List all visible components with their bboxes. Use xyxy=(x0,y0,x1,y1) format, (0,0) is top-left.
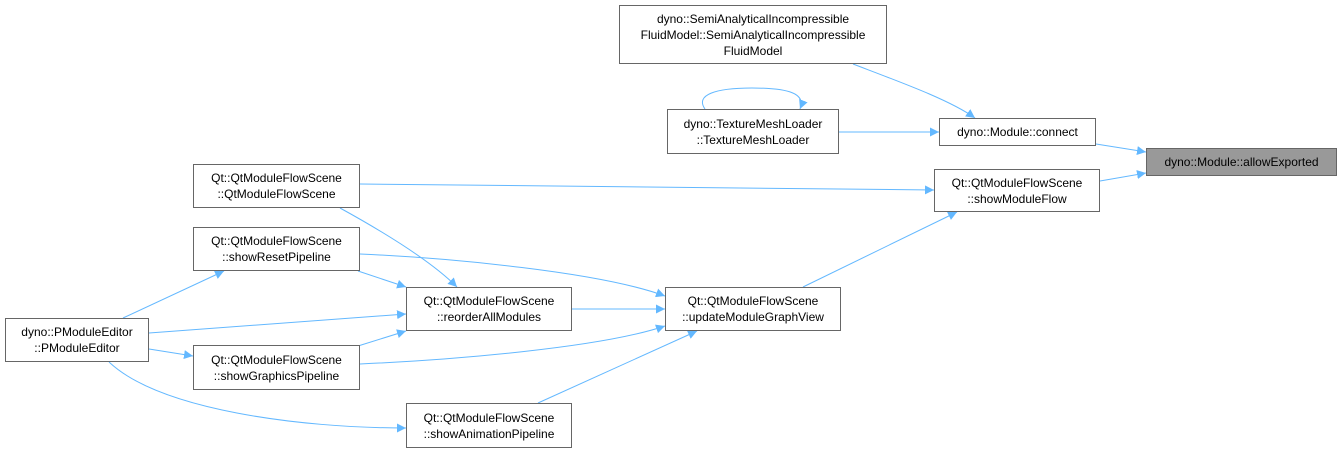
node-label-line: FluidModel::SemiAnalyticalIncompressible xyxy=(640,27,866,42)
edge-pEditor-to-showGraphics xyxy=(148,348,194,360)
node-label-line: Qt::QtModuleFlowScene xyxy=(211,171,342,185)
node-pEditor[interactable]: dyno::PModuleEditor::PModuleEditor xyxy=(5,318,149,362)
node-label-line: Qt::QtModuleFlowScene xyxy=(951,175,1083,190)
node-label-line: dyno::PModuleEditor xyxy=(21,325,133,339)
node-label-line: ::TextureMeshLoader xyxy=(696,132,810,147)
edge-pEditor-to-showReset xyxy=(122,270,225,319)
node-label-line: ::showResetPipeline xyxy=(222,250,331,264)
node-label-line: Qt::QtModuleFlowScene xyxy=(687,294,819,308)
node-showModuleFlow[interactable]: Qt::QtModuleFlowScene::showModuleFlow xyxy=(934,169,1100,212)
node-label-line: Qt::QtModuleFlowScene xyxy=(211,352,342,367)
node-label-line: Qt::QtModuleFlowScene xyxy=(423,410,555,425)
edge-showGraphics-to-updateGraph xyxy=(359,324,666,365)
node-label-line: ::showGraphicsPipeline xyxy=(213,368,340,383)
node-label-line: dyno::TextureMeshLoader xyxy=(683,116,823,131)
node-connect[interactable]: dyno::Module::connect xyxy=(939,118,1096,146)
node-updateGraph[interactable]: Qt::QtModuleFlowScene::updateModuleGraph… xyxy=(665,287,841,331)
node-allowExported: dyno::Module::allowExported xyxy=(1146,148,1337,176)
edge-updateGraph-to-showModuleFlow xyxy=(802,211,958,288)
edge-pEditor-to-showAnim xyxy=(108,361,407,433)
node-label-line: dyno::Module::allowExported xyxy=(1164,155,1319,169)
edge-texMesh-to-texMesh xyxy=(702,87,808,110)
node-showGraphics[interactable]: Qt::QtModuleFlowScene::showGraphicsPipel… xyxy=(193,345,360,390)
node-label-line: ::showAnimationPipeline xyxy=(423,426,555,441)
node-label-line: ::reorderAllModules xyxy=(436,310,542,324)
node-qtScene[interactable]: Qt::QtModuleFlowScene::QtModuleFlowScene xyxy=(193,164,360,208)
edge-showAnim-to-updateGraph xyxy=(537,330,698,404)
node-showReset[interactable]: Qt::QtModuleFlowScene::showResetPipeline xyxy=(193,227,360,271)
edge-showReset-to-updateGraph xyxy=(359,253,666,298)
node-label-line: Qt::QtModuleFlowScene xyxy=(423,294,555,308)
edge-qtScene-to-showModuleFlow xyxy=(359,183,935,195)
edge-connect-to-allowExported xyxy=(1095,143,1147,156)
edge-showReset-to-reorder xyxy=(357,270,407,289)
node-label-line: dyno::SemiAnalyticalIncompressible xyxy=(656,11,850,26)
node-showAnim[interactable]: Qt::QtModuleFlowScene::showAnimationPipe… xyxy=(406,403,572,448)
node-label-line: ::PModuleEditor xyxy=(34,341,120,355)
node-label-line: FluidModel xyxy=(723,43,783,58)
node-texMesh[interactable]: dyno::TextureMeshLoader::TextureMeshLoad… xyxy=(667,109,839,154)
edge-showGraphics-to-reorder xyxy=(357,329,407,347)
node-label-line: ::updateModuleGraphView xyxy=(682,310,824,324)
node-label-line: ::showModuleFlow xyxy=(967,191,1067,206)
edge-pEditor-to-reorder xyxy=(148,310,407,334)
node-reorder[interactable]: Qt::QtModuleFlowScene::reorderAllModules xyxy=(406,287,572,331)
edge-semiFluid-to-connect xyxy=(852,63,976,119)
node-label-line: dyno::Module::connect xyxy=(957,125,1078,139)
node-label-line: Qt::QtModuleFlowScene xyxy=(211,234,342,248)
edge-showModuleFlow-to-allowExported xyxy=(1099,170,1147,182)
node-label-line: ::QtModuleFlowScene xyxy=(217,187,336,201)
edge-qtScene-to-reorder xyxy=(339,207,458,288)
